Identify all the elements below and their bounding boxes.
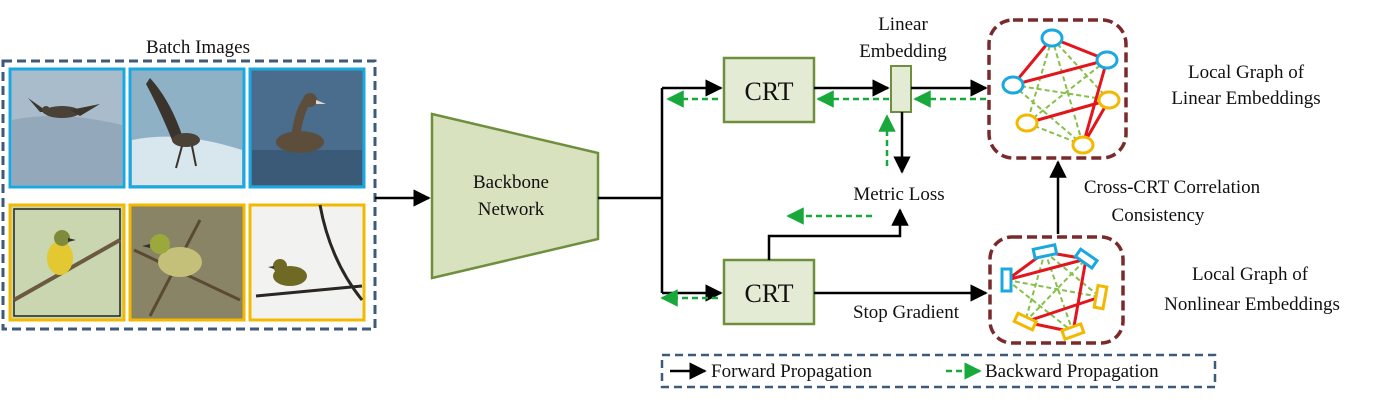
legend-backward-label: Backward Propagation [985,361,1159,382]
metric-loss-label: Metric Loss [853,184,944,205]
backbone-output-line [598,88,664,293]
local-graph-nonlinear-border [988,235,1125,345]
graph-linear-title-line1: Local Graph of [1188,62,1305,83]
legend-forward-label: Forward Propagation [711,361,872,382]
bird-image-4 [8,203,126,322]
bird-image-3 [248,67,366,189]
crt-module-top: CRT [722,56,816,124]
batch-images-panel: Batch Images [1,37,377,331]
linear-embedding-label-line2: Embedding [859,41,947,62]
graph-linear-yellow-node [1071,135,1095,155]
bird-image-1 [8,67,126,189]
backbone-label-line1: Backbone [473,172,549,193]
backbone-label-line2: Network [478,199,545,220]
graph-linear-blue-node [1095,50,1119,70]
legend-border [660,353,1217,389]
graph-nonlinear-yellow-node [1059,321,1086,342]
consistency-label-line1: Cross-CRT Correlation [1084,177,1261,198]
linear-embedding-label-line1: Linear [878,14,928,35]
graph-linear-yellow-node [1097,90,1121,110]
forward-arrow-crt-bottom-to-metric-loss [767,208,909,260]
local-graph-linear-border [987,18,1128,160]
backbone-network: Backbone Network [430,112,600,280]
graph-nonlinear-yellow-node [1092,283,1109,311]
linear-embedding-box [890,65,912,113]
consistency-label-line2: Consistency [1112,205,1205,226]
local-graph-linear [987,18,1128,160]
crt-module-bottom: CRT [722,258,816,326]
graph-linear-blue-node [1040,28,1064,48]
batch-images-title: Batch Images [146,37,250,58]
graph-nonlinear-title-line2: Nonlinear Embeddings [1164,294,1340,315]
bird-image-2 [128,67,246,189]
stop-gradient-label: Stop Gradient [853,302,960,323]
graph-nonlinear-blue-node [1000,267,1013,293]
crt-top-label: CRT [744,77,793,106]
batch-images-border [1,59,377,331]
graph-nonlinear-blue-node [1031,243,1059,260]
local-graph-nonlinear [988,235,1125,345]
graph-nonlinear-blue-node [1073,247,1100,271]
bird-image-6 [248,203,366,322]
graph-nonlinear-yellow-node [1012,311,1039,332]
legend: Forward Propagation Backward Propagation [660,353,1217,389]
graph-linear-title-line2: Linear Embeddings [1171,88,1320,109]
crt-bottom-label: CRT [744,279,793,308]
backbone-trapezoid [430,112,600,280]
graph-nonlinear-title-line1: Local Graph of [1192,264,1309,285]
bird-image-5 [128,203,246,322]
graph-linear-blue-node [1001,75,1025,95]
graph-linear-yellow-node [1015,113,1039,133]
